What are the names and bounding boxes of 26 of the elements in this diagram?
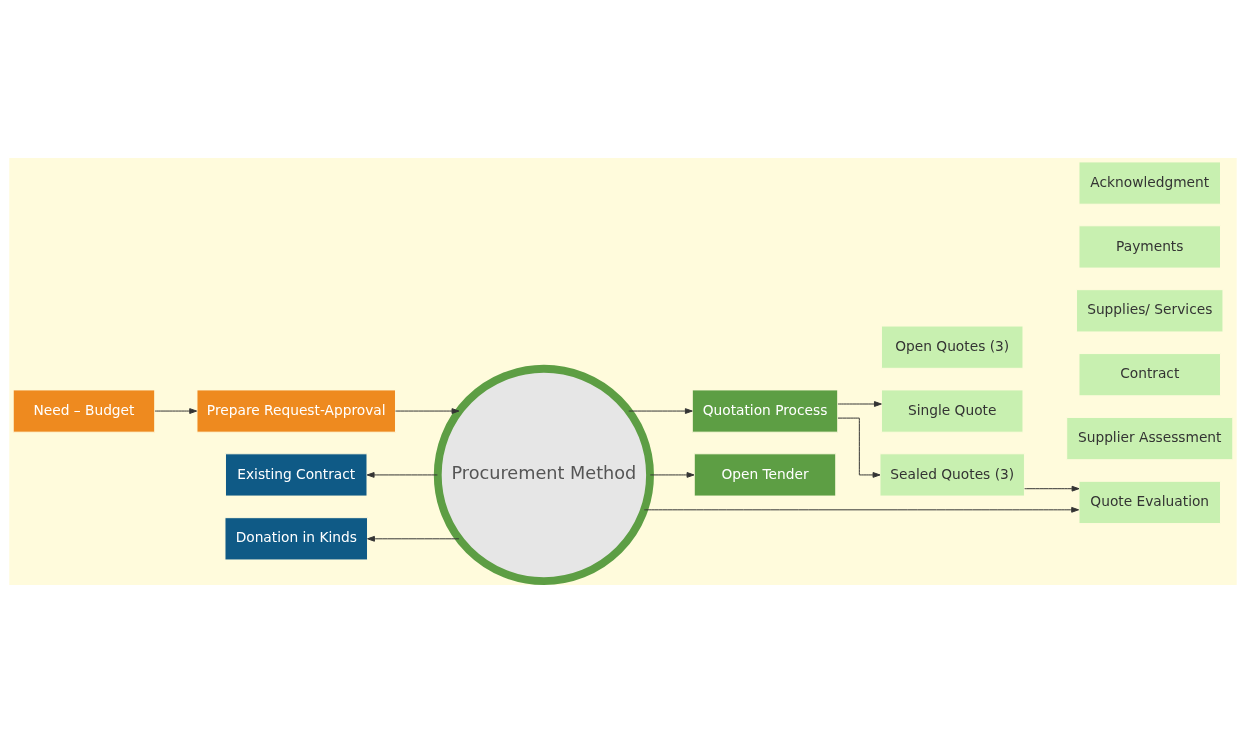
arrow <box>366 471 438 478</box>
arrow <box>1024 485 1080 492</box>
node-box: Sealed Quotes (3) <box>879 452 1025 497</box>
node-circle: Procurement Method <box>433 364 654 585</box>
node-box: Prepare Request-Approval <box>196 388 396 433</box>
node-box: Single Quote <box>880 388 1024 433</box>
node-box: Payments <box>1078 224 1221 269</box>
arrow <box>837 400 882 407</box>
node-box: Contract <box>1078 352 1221 396</box>
arrow <box>649 471 695 478</box>
arrow <box>395 407 460 414</box>
node-box: Existing Contract <box>225 452 368 497</box>
arrow <box>628 407 693 414</box>
node-box: Acknowledgment <box>1078 160 1221 205</box>
arrow <box>643 506 1080 513</box>
node-box: Supplier Assessment <box>1066 416 1234 460</box>
node-box: Need – Budget <box>12 388 156 433</box>
node-box: Supplies/ Services <box>1076 288 1224 332</box>
node-box: Open Tender <box>693 452 837 497</box>
arrow <box>154 407 198 414</box>
arrow <box>837 417 881 478</box>
node-box: Quote Evaluation <box>1078 480 1221 524</box>
node-box: Donation in Kinds <box>224 516 368 560</box>
node-box: Quotation Process <box>691 388 839 433</box>
node-box: Open Quotes (3) <box>880 325 1024 369</box>
arrow <box>367 535 460 542</box>
